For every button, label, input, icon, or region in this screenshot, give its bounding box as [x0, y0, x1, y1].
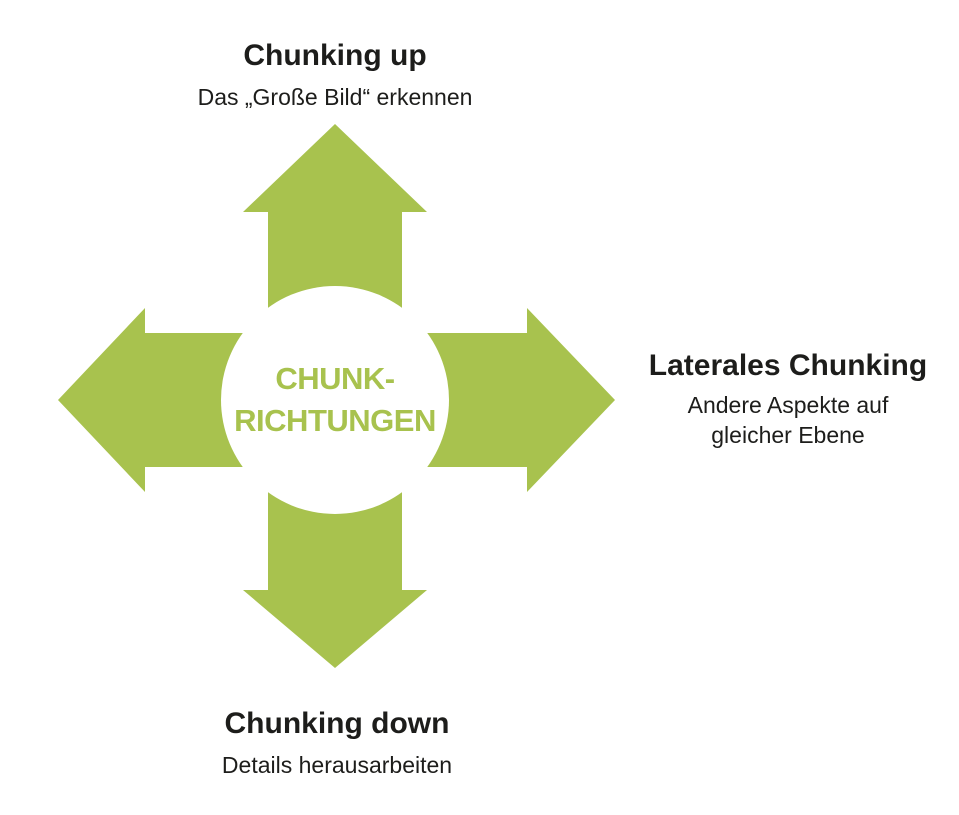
- center-title: CHUNK- RICHTUNGEN: [234, 358, 436, 442]
- laterales-chunking-title: Laterales Chunking: [648, 349, 928, 382]
- center-title-line1: CHUNK-: [275, 361, 395, 396]
- label-chunking-down: Chunking down Details herausarbeiten: [222, 706, 452, 780]
- chunking-down-subtitle: Details herausarbeiten: [221, 752, 453, 778]
- laterales-chunking-subtitle-line1: Andere Aspekte auf: [687, 392, 889, 418]
- label-laterales-chunking: Laterales Chunking Andere Aspekte auf gl…: [649, 348, 927, 450]
- center-circle: [221, 286, 449, 514]
- center-title-line2: RICHTUNGEN: [234, 403, 436, 438]
- laterales-chunking-subtitle-line2: gleicher Ebene: [711, 422, 865, 448]
- chunking-up-subtitle: Das „Große Bild“ erkennen: [197, 84, 473, 110]
- chunking-up-title: Chunking up: [243, 39, 427, 72]
- label-chunking-up: Chunking up Das „Große Bild“ erkennen: [198, 38, 473, 112]
- chunking-down-title: Chunking down: [224, 707, 450, 740]
